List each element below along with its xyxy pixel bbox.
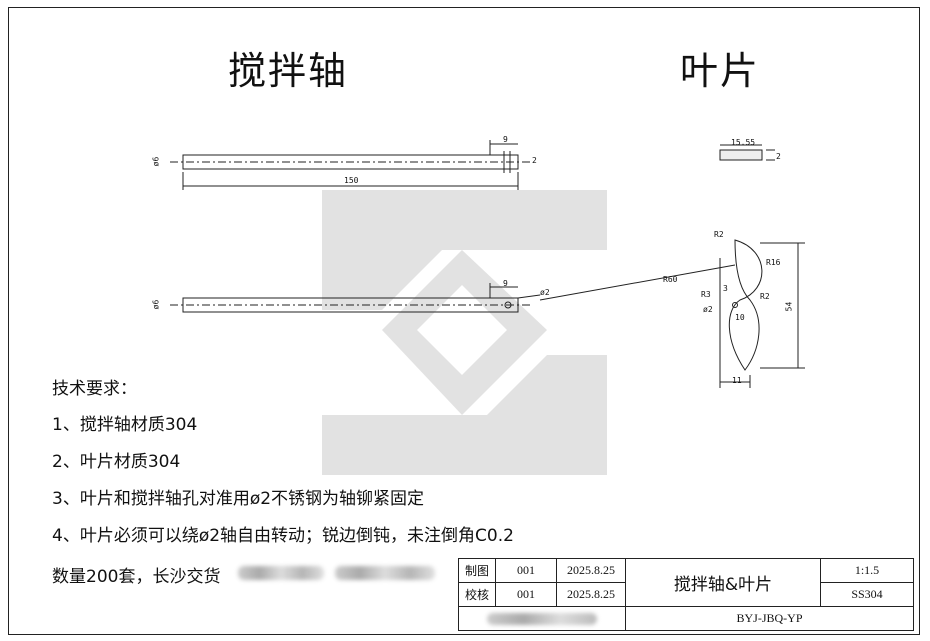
redacted-text (238, 566, 324, 580)
tb-role-1: 制图 (458, 558, 496, 583)
requirements-heading: 技术要求： (52, 379, 137, 399)
blade-width: 15.55 (731, 138, 756, 147)
blade-r3: R3 (701, 290, 711, 299)
blade-dim10: 10 (735, 313, 745, 322)
blade-r60: R60 (663, 275, 678, 284)
blade-section (719, 149, 763, 161)
blade-profile (728, 239, 763, 371)
blade-r2-top: R2 (714, 230, 724, 239)
shaft-bottom-hole: ø2 (540, 288, 550, 297)
tb-material: SS304 (820, 582, 914, 607)
redacted-text (335, 566, 435, 580)
blade-dim3: 3 (723, 284, 728, 293)
requirement-1: 1、搅拌轴材质304 (52, 415, 198, 435)
blade-title: 叶片 (680, 49, 761, 93)
blade-r2-right: R2 (760, 292, 770, 301)
tb-redacted-cell (458, 606, 626, 631)
tb-drawing-no: BYJ-JBQ-YP (625, 606, 914, 631)
tb-code-2: 001 (495, 582, 557, 607)
tb-part-name: 搅拌轴&叶片 (625, 558, 821, 607)
blade-bottom: 11 (732, 376, 742, 385)
shaft-top-length: 150 (344, 176, 359, 185)
shaft-top-end: 9 (503, 135, 508, 144)
requirement-2: 2、叶片材质304 (52, 452, 181, 472)
blade-thick: 2 (776, 152, 781, 161)
shaft-title: 搅拌轴 (228, 49, 349, 93)
watermark-logo (322, 190, 607, 475)
requirement-4: 4、叶片必须可以绕ø2轴自由转动；锐边倒钝，未注倒角C0.2 (52, 526, 514, 546)
blade-r16: R16 (766, 258, 781, 267)
tb-date-1: 2025.8.25 (556, 558, 626, 583)
tb-code-1: 001 (495, 558, 557, 583)
tb-role-2: 校核 (458, 582, 496, 607)
quantity-note: 数量200套，长沙交货 (52, 567, 221, 587)
shaft-top-small: 2 (532, 156, 537, 165)
drawing-frame (8, 7, 920, 635)
shaft-bottom-end: 9 (503, 279, 508, 288)
requirement-3: 3、叶片和搅拌轴孔对准用ø2不锈钢为轴铆紧固定 (52, 489, 425, 509)
tb-scale: 1:1.5 (820, 558, 914, 583)
title-block: 制图 001 2025.8.25 搅拌轴&叶片 1:1.5 校核 001 202… (458, 558, 914, 631)
tb-date-2: 2025.8.25 (556, 582, 626, 607)
blade-hole: ø2 (703, 305, 713, 314)
blade-height: 54 (784, 301, 794, 312)
